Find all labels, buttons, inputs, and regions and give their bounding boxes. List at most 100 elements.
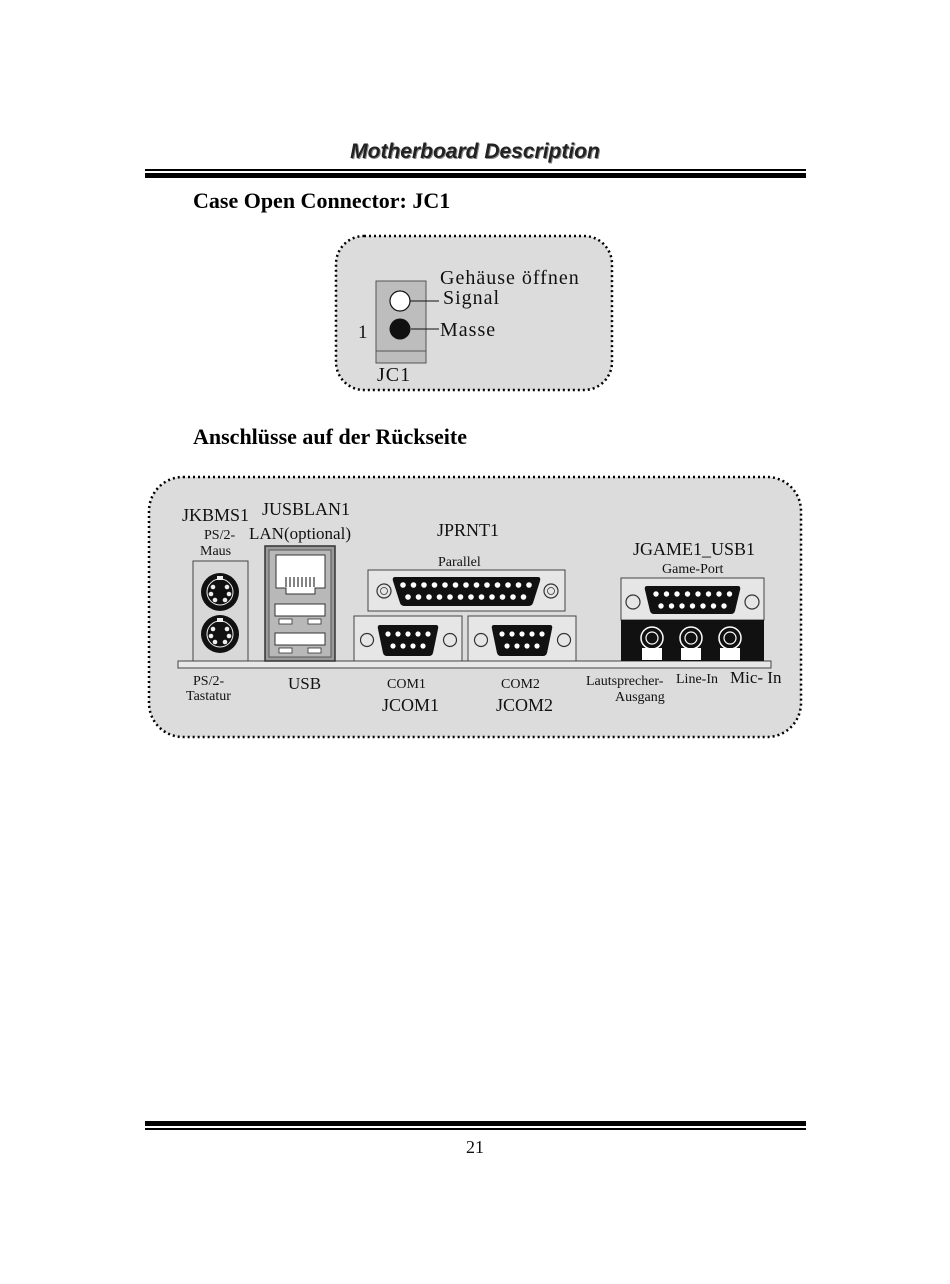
jc1-pin-one: 1 <box>358 322 368 343</box>
connector-pin <box>653 591 659 597</box>
jc1-label-ground: Masse <box>440 319 496 341</box>
connector-pin <box>514 643 520 649</box>
connector-pin <box>520 594 527 600</box>
jc1-label-line1: Gehäuse öffnen <box>440 267 580 289</box>
connector-pin <box>710 603 717 609</box>
label-jusblan1: JUSBLAN1 <box>262 499 350 519</box>
jc1-signal-pin <box>389 290 411 312</box>
connector-pin <box>658 603 664 609</box>
connector-pin <box>679 603 685 609</box>
connector-pin <box>499 631 505 637</box>
line-in-jack <box>679 626 703 660</box>
connector-pin <box>452 582 459 588</box>
connector-pin <box>436 594 443 600</box>
connector-pin <box>705 591 712 597</box>
connector-pin <box>721 603 727 609</box>
label-jcom2: JCOM2 <box>496 695 553 715</box>
connector-pin <box>410 582 417 588</box>
label-jkbms1: JKBMS1 <box>182 505 249 525</box>
label-jcom1: JCOM1 <box>382 695 439 715</box>
connector-pin <box>716 591 722 597</box>
connector-pin <box>395 631 401 637</box>
connector-pin <box>510 594 516 600</box>
connector-pin <box>504 643 510 649</box>
label-game-port: Game-Port <box>662 562 724 577</box>
label-com2: COM2 <box>501 677 540 692</box>
connector-pin <box>484 582 490 588</box>
label-line-in: Line-In <box>676 672 718 687</box>
connector-pin <box>519 631 525 637</box>
connector-pin <box>478 594 485 600</box>
connector-pin <box>442 582 448 588</box>
connector-pin <box>473 582 480 588</box>
lan-port <box>275 554 326 595</box>
connector-pin <box>668 603 675 609</box>
label-jprnt1: JPRNT1 <box>437 520 499 540</box>
section-title-rear-panel: Anschlüsse auf der Rückseite <box>193 424 468 449</box>
speaker-out-jack <box>640 626 664 660</box>
label-usb: USB <box>288 674 321 693</box>
connector-pin <box>425 631 431 637</box>
usb-port-1 <box>274 603 326 625</box>
jc1-connector-name: JC1 <box>377 364 411 386</box>
label-speaker-line2: Ausgang <box>615 690 665 705</box>
header-rule-thin <box>145 169 806 171</box>
connector-pin <box>385 631 391 637</box>
label-ps2-mouse-line1: PS/2- <box>204 528 235 543</box>
label-jgame1-usb1: JGAME1_USB1 <box>633 539 755 559</box>
label-ps2-keyboard-line2: Tastatur <box>186 689 231 704</box>
com2-port <box>473 625 572 656</box>
connector-pin <box>420 643 426 649</box>
connector-pin <box>447 594 453 600</box>
label-ps2-mouse-line2: Maus <box>200 544 231 559</box>
connector-pin <box>695 591 701 597</box>
connector-pin <box>674 591 680 597</box>
mic-in-jack <box>718 626 742 660</box>
connector-pin <box>426 594 432 600</box>
connector-pin <box>489 594 495 600</box>
connector-pin <box>684 591 691 597</box>
jc1-label-line2: Signal <box>443 287 500 309</box>
parallel-port <box>376 577 559 606</box>
label-ps2-keyboard-line1: PS/2- <box>193 674 224 689</box>
connector-pin <box>390 643 396 649</box>
page-number: 21 <box>466 1137 484 1157</box>
ps2-keyboard-port <box>201 615 239 653</box>
section-title-case-open: Case Open Connector: JC1 <box>193 188 451 213</box>
jc1-diagram: Gehäuse öffnen Signal Masse 1 JC1 <box>334 234 614 392</box>
usb-port-2 <box>274 632 326 654</box>
connector-pin <box>539 631 545 637</box>
label-com1: COM1 <box>387 677 426 692</box>
label-lan: LAN(optional) <box>249 524 351 543</box>
ps2-mouse-port <box>201 573 239 611</box>
label-mic-in: Mic- In <box>730 668 782 687</box>
connector-pin <box>726 591 733 597</box>
connector-pin <box>400 643 406 649</box>
footer-rule-thick <box>145 1121 806 1126</box>
connector-pin <box>529 631 535 637</box>
connector-pin <box>526 582 532 588</box>
connector-pin <box>700 603 706 609</box>
header-rule-thick <box>145 173 806 178</box>
page-header-title: Motherboard Description <box>350 140 600 163</box>
connector-pin <box>515 582 522 588</box>
connector-pin <box>415 631 421 637</box>
jc1-ground-pin <box>389 318 411 340</box>
game-port <box>625 586 760 614</box>
label-parallel: Parallel <box>438 555 481 570</box>
connector-pin <box>505 582 511 588</box>
connector-pin <box>499 594 506 600</box>
connector-pin <box>463 582 469 588</box>
connector-pin <box>431 582 438 588</box>
connector-pin <box>457 594 464 600</box>
footer-rule-thin <box>145 1128 806 1130</box>
rear-panel-diagram: JKBMS1 PS/2- Maus JUSBLAN1 LAN(optional)… <box>147 475 803 739</box>
label-speaker-line1: Lautsprecher- <box>586 674 664 689</box>
connector-pin <box>468 594 474 600</box>
io-base-plate <box>177 660 772 669</box>
connector-pin <box>405 594 411 600</box>
connector-pin <box>509 631 515 637</box>
connector-pin <box>400 582 406 588</box>
connector-pin <box>524 643 530 649</box>
connector-pin <box>689 603 696 609</box>
